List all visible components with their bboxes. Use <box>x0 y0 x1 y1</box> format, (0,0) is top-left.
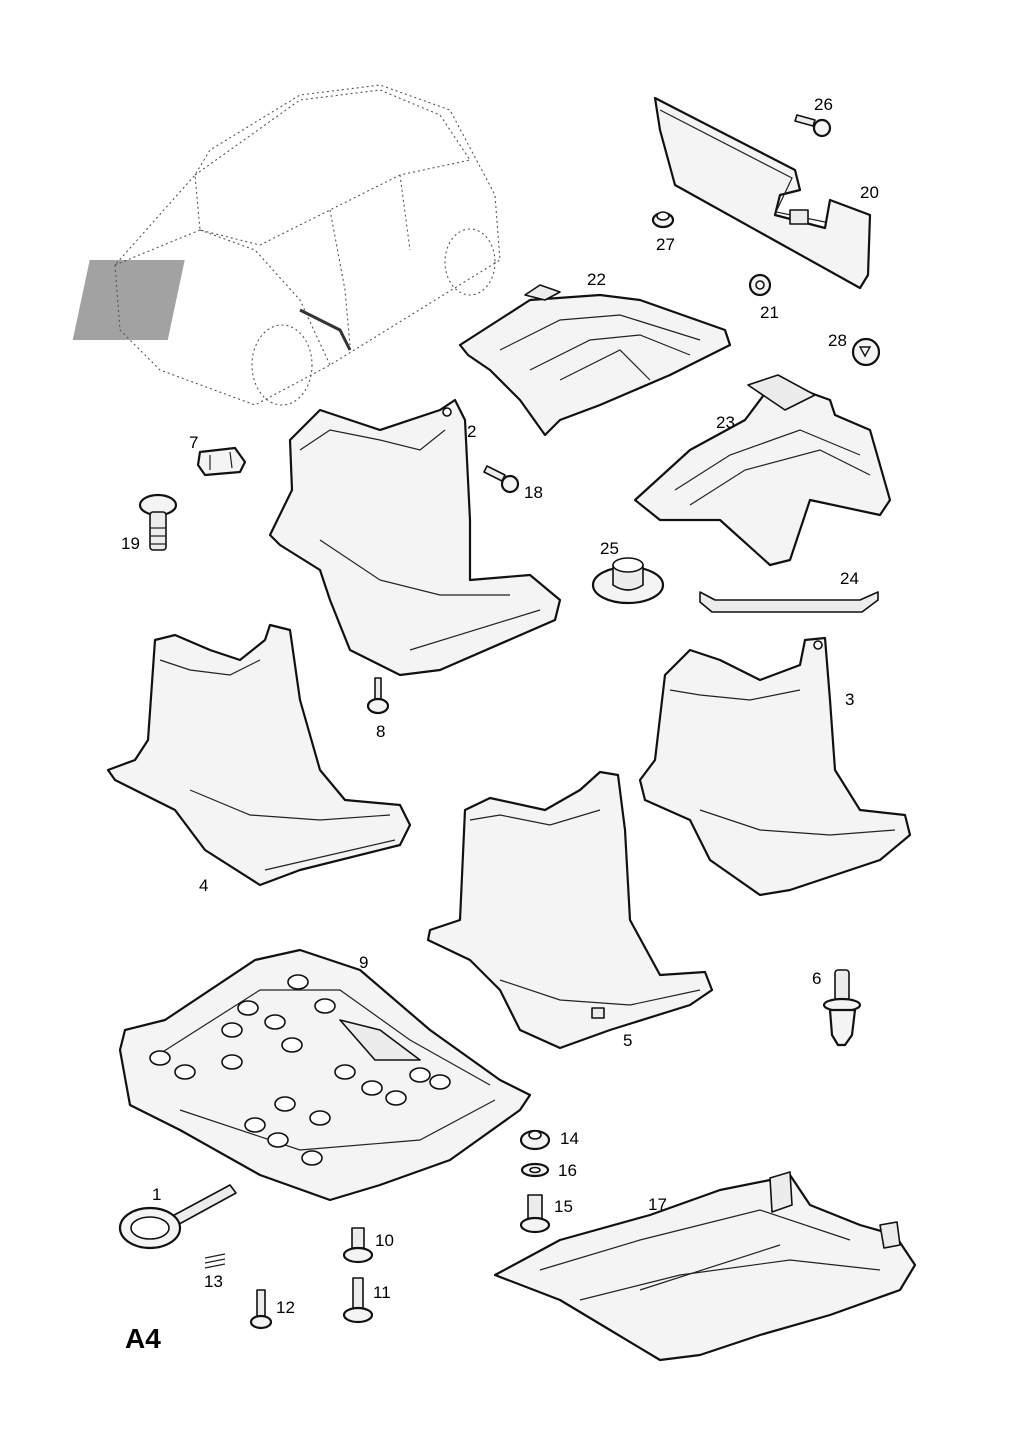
part-27-grommet <box>651 211 675 229</box>
callout-3: 3 <box>845 690 854 709</box>
callout-13: 13 <box>204 1272 223 1291</box>
callout-28: 28 <box>828 331 847 350</box>
part-28-clip <box>851 337 881 367</box>
callout-8: 8 <box>376 722 385 741</box>
callout-19: 19 <box>121 534 140 553</box>
callout-12: 12 <box>276 1298 295 1317</box>
panel-9-holes <box>149 974 451 1166</box>
part-22-heat-shield <box>458 284 732 437</box>
callout-27: 27 <box>656 235 675 254</box>
part-23-heat-shield <box>633 374 892 567</box>
page-label: A4 <box>125 1323 161 1354</box>
part-11-bolt <box>342 1277 374 1324</box>
callout-10: 10 <box>375 1231 394 1250</box>
callout-15: 15 <box>554 1197 573 1216</box>
callout-7: 7 <box>189 433 198 452</box>
part-8-screw <box>366 677 390 715</box>
part-1-tow-eye <box>118 1184 237 1250</box>
callout-17: 17 <box>648 1195 667 1214</box>
callout-labels: 1 2 3 4 5 6 7 8 9 10 11 12 13 14 15 16 1… <box>121 95 879 1317</box>
part-9-underbody-panel <box>118 948 532 1202</box>
callout-22: 22 <box>587 270 606 289</box>
part-17-underbody-panel <box>493 1171 917 1362</box>
part-12-bolt <box>249 1289 273 1330</box>
part-5-wheel-liner <box>426 770 714 1050</box>
part-6-clip <box>822 969 862 1047</box>
part-25-mount <box>591 557 665 605</box>
part-21-nut <box>748 273 772 297</box>
callout-16: 16 <box>558 1161 577 1180</box>
part-2-wheel-liner <box>268 398 562 677</box>
part-7-clip <box>196 446 247 477</box>
part-20-side-panel <box>653 96 872 290</box>
part-15-bolt <box>519 1194 551 1234</box>
callout-11: 11 <box>373 1283 391 1302</box>
callout-1: 1 <box>152 1185 161 1204</box>
vehicle-overview <box>72 84 501 406</box>
part-14-nut <box>519 1129 551 1151</box>
callout-20: 20 <box>860 183 879 202</box>
callout-25: 25 <box>600 539 619 558</box>
part-16-washer <box>520 1162 550 1178</box>
callout-4: 4 <box>199 876 208 895</box>
part-26-screw <box>794 114 832 138</box>
callout-21: 21 <box>760 303 779 322</box>
part-19-stud <box>138 493 178 551</box>
part-4-wheel-liner <box>106 623 412 887</box>
part-18-screw <box>483 465 520 494</box>
callout-14: 14 <box>560 1129 579 1148</box>
callout-23: 23 <box>716 413 735 432</box>
callout-2: 2 <box>467 422 476 441</box>
callout-5: 5 <box>623 1031 632 1050</box>
part-24-strap <box>699 591 879 613</box>
callout-9: 9 <box>359 953 368 972</box>
part-13-spring <box>204 1253 226 1269</box>
callout-26: 26 <box>814 95 833 114</box>
part-10-bolt <box>342 1227 374 1264</box>
part-3-wheel-liner <box>638 636 912 897</box>
callout-24: 24 <box>840 569 859 588</box>
callout-6: 6 <box>812 969 821 988</box>
callout-18: 18 <box>524 483 543 502</box>
